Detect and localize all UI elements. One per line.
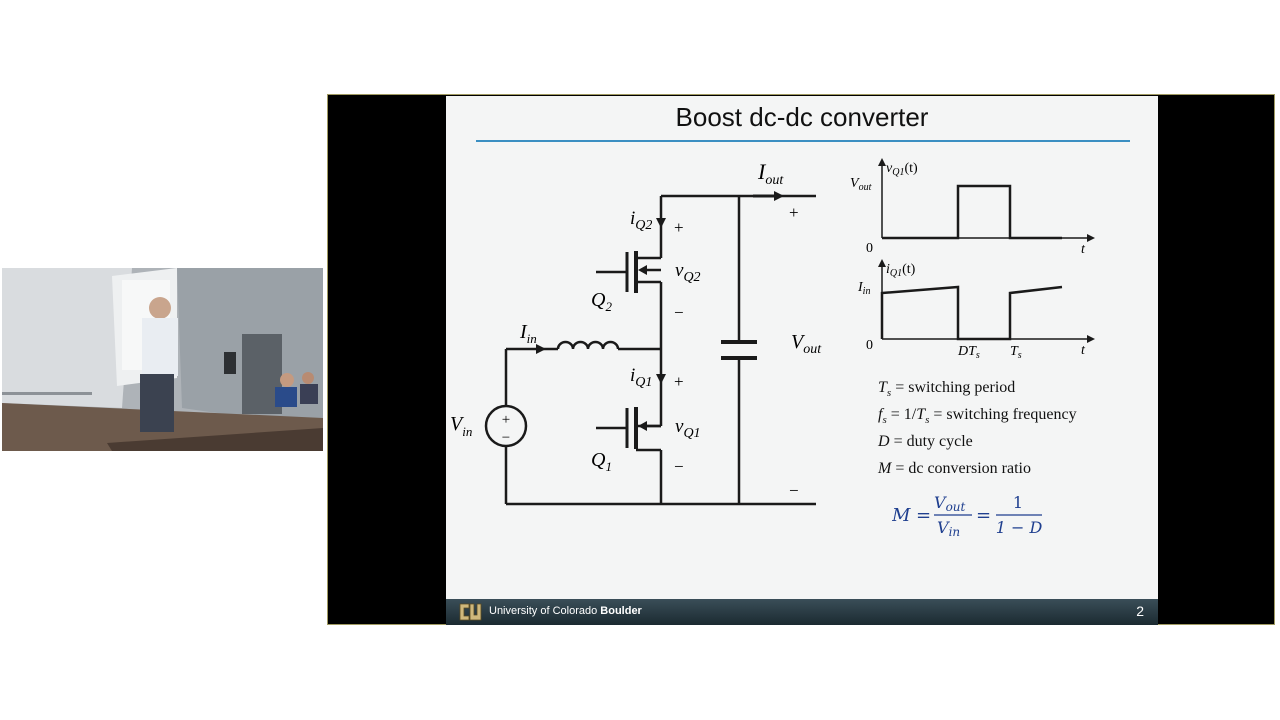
iq2-arrow <box>656 218 666 228</box>
footer-institution: University of Colorado Boulder <box>489 605 642 617</box>
definition-fs: fs = 1/Ts = switching frequency <box>878 406 1077 427</box>
tick-dts: DTs <box>957 344 980 361</box>
bottom-zero: 0 <box>866 338 873 353</box>
vout-plus: + <box>789 203 799 222</box>
vq1-waveform: vQ1(t) Vout 0 t <box>850 158 1095 257</box>
iq1-arrow <box>656 374 666 384</box>
tick-ts: Ts <box>1010 344 1022 361</box>
vq1-axis-label: vQ1(t) <box>886 161 918 178</box>
formula-den1: Vin <box>937 518 960 539</box>
iq1-waveform: iQ1(t) Iin 0 t DTs Ts <box>857 259 1095 361</box>
mosfet-q1 <box>596 407 661 452</box>
bottom-t-axis: t <box>1081 343 1086 358</box>
presenter-video <box>2 268 323 451</box>
formula-eq2: = <box>976 505 991 526</box>
vq1-minus: − <box>674 457 684 476</box>
vout-level-label: Vout <box>850 176 872 193</box>
title-underline <box>476 140 1130 142</box>
top-t-axis: t <box>1081 242 1086 257</box>
source-plus: + <box>502 412 510 428</box>
source-minus: − <box>502 430 510 446</box>
formula-num2: 1 <box>1013 493 1023 512</box>
iin-arrow <box>536 344 546 354</box>
vq2-plus: + <box>674 218 684 237</box>
formula-eq1: = <box>916 505 931 526</box>
vq2-label: vQ2 <box>675 260 701 285</box>
slide: Boost dc-dc converter <box>446 96 1158 625</box>
voltage-source <box>484 404 528 448</box>
slide-frame: Boost dc-dc converter <box>327 94 1275 625</box>
formula-den2: 1 − D <box>996 518 1043 537</box>
definition-ts: Ts = switching period <box>878 379 1016 400</box>
vq2-minus: − <box>674 303 684 322</box>
vout-minus: − <box>789 481 799 500</box>
slide-footer: University of Colorado Boulder 2 <box>446 599 1158 625</box>
mosfet-q2 <box>596 251 661 293</box>
presenter-video-image <box>2 268 323 451</box>
cu-logo-icon <box>459 603 482 621</box>
page-number: 2 <box>1136 603 1144 619</box>
iq1-axis-label: iQ1(t) <box>886 262 916 279</box>
iq2-label: iQ2 <box>630 208 652 233</box>
q2-label: Q2 <box>591 289 612 314</box>
definition-d: D = duty cycle <box>878 433 973 450</box>
i-out-label: Iout <box>757 159 784 188</box>
q1-label: Q1 <box>591 449 612 474</box>
iout-arrow-head <box>774 191 784 201</box>
conversion-ratio-formula: M = Vout Vin = 1 1 − D <box>892 493 1043 539</box>
iq1-label: iQ1 <box>630 365 652 390</box>
iin-level-label: Iin <box>857 280 870 297</box>
vq1-label: vQ1 <box>675 416 701 441</box>
top-zero: 0 <box>866 241 873 256</box>
i-in-label: Iin <box>519 321 537 346</box>
v-in-label: Vin <box>450 413 472 439</box>
v-out-label: Vout <box>791 331 822 357</box>
inductor <box>556 340 620 350</box>
slide-title: Boost dc-dc converter <box>675 102 929 132</box>
boost-circuit-diagram: + − Iout Iin Vin Vout Q2 Q1 iQ2 iQ1 vQ2 … <box>450 158 1095 506</box>
vq1-plus: + <box>674 372 684 391</box>
definition-m: M = dc conversion ratio <box>878 460 1031 477</box>
formula-num1: Vout <box>934 493 966 514</box>
formula-lhs: M <box>892 505 911 526</box>
